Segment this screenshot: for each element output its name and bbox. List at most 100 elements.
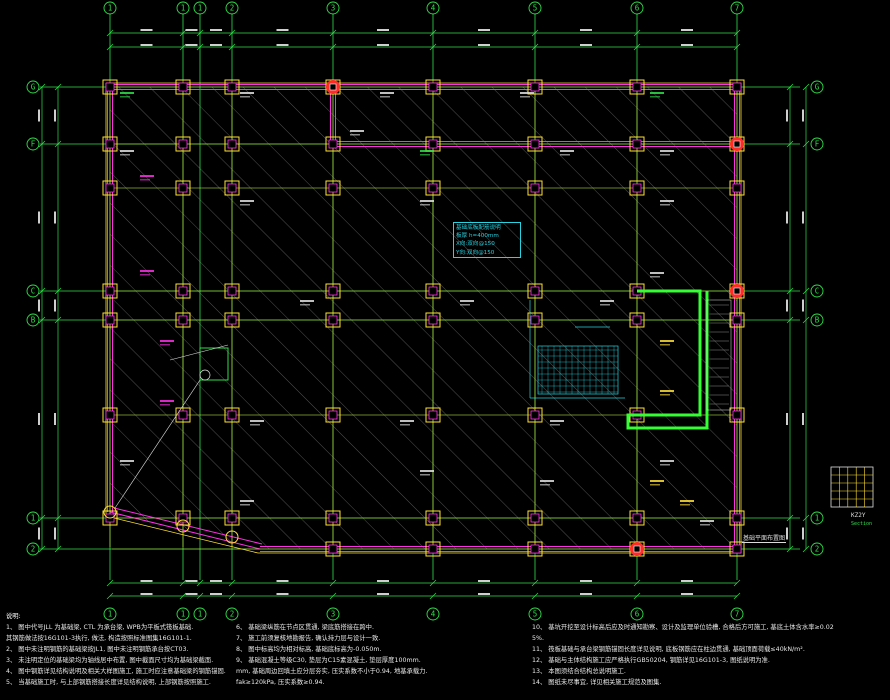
axis-bubble-left-6-circle: [26, 542, 40, 556]
axis-bubble-top-9-circle: [730, 1, 744, 15]
note-box-line-4: Y向:双向@150: [456, 249, 495, 256]
note-line: 4、 图中钢筋详见结构说明及相关大样图施工, 施工时应注意基础梁的钢筋锚固.: [6, 668, 226, 675]
axis-bubble-top-9: 7: [730, 1, 744, 15]
axis-bubble-bottom-7-label: 5: [533, 610, 538, 619]
note-line: 13、 本图须结合结构总说明施工.: [532, 668, 626, 675]
axis-bubble-right-5-circle: [810, 511, 824, 525]
axis-bubble-top-1-label: 1: [108, 4, 113, 13]
note-line: 5%.: [532, 635, 544, 642]
axis-bubble-right-6: 2: [810, 542, 824, 556]
axis-bubble-top-6-circle: [426, 1, 440, 15]
note-line: mm, 基础周边回填土应分层夯实, 压实系数不小于0.94, 地基承载力.: [236, 668, 428, 675]
note-line: 12、 基础与主体结构施工应严格执行GB50204, 钢筋详见16G101-3,…: [532, 657, 770, 664]
axis-bubble-bottom-1-circle: [103, 607, 117, 621]
note-line: 9、 基础混凝土等级C30, 垫层为C15素混凝土, 垫层厚度100mm.: [236, 657, 421, 664]
axis-bubble-left-3: C: [26, 284, 40, 298]
axis-bubble-left-4-circle: [26, 313, 40, 327]
note-line: 3、 未注明定位的基础梁均为轴线居中布置, 图中截面尺寸均为基础梁截面.: [6, 657, 214, 664]
axis-bubble-right-1-label: G: [815, 83, 820, 92]
axis-bubble-bottom-7-circle: [528, 607, 542, 621]
note-box-line-2: 板厚 h=400mm: [456, 233, 499, 240]
axis-bubble-bottom-2-circle: [176, 607, 190, 621]
axis-bubble-bottom-5-circle: [326, 607, 340, 621]
axis-bubble-left-6-label: 2: [31, 545, 36, 554]
axis-bubble-top-2-circle: [176, 1, 190, 15]
notes-column-3: 10、 基坑开挖至设计标高后应及时通知勘察、设计及监理单位验槽, 合格后方可施工…: [532, 622, 834, 688]
axis-bubble-top-7: 5: [528, 1, 542, 15]
axis-bubble-bottom-2: 1: [176, 607, 190, 621]
axis-bubble-bottom-1: 1: [103, 607, 117, 621]
axis-bubble-bottom-9-circle: [730, 607, 744, 621]
axis-bubble-right-4-label: B: [815, 316, 820, 325]
axis-bubble-top-1: 1: [103, 1, 117, 15]
axis-bubble-top-7-label: 5: [533, 4, 538, 13]
note-line: fak≥120kPa, 压实系数≥0.94.: [236, 679, 325, 686]
axis-bubble-bottom-8: 6: [630, 607, 644, 621]
axis-bubble-right-4-circle: [810, 313, 824, 327]
axis-bubble-bottom-5: 3: [326, 607, 340, 621]
axis-bubble-top-5: 3: [326, 1, 340, 15]
axis-bubble-bottom-8-circle: [630, 607, 644, 621]
axis-bubble-right-3-circle: [810, 284, 824, 298]
axis-bubble-bottom-5-label: 3: [331, 610, 336, 619]
note-line: 7、 施工前须复核地勘报告, 确认持力层与设计一致.: [236, 635, 381, 642]
axis-bubble-right-6-circle: [810, 542, 824, 556]
note-line: 8、 图中标高均为相对标高, 基础底标高为-0.050m.: [236, 646, 382, 653]
axis-bubble-left-2-label: F: [31, 140, 36, 149]
note-box-line-1: 基础底板配筋说明: [456, 225, 501, 231]
axis-bubble-bottom-9-label: 7: [735, 610, 740, 619]
axis-bubble-bottom-1-label: 1: [108, 610, 113, 619]
axis-bubble-left-1-label: G: [31, 83, 36, 92]
axis-bubble-left-3-circle: [26, 284, 40, 298]
notes-column-2: 6、 基础梁纵筋在节点区贯通, 梁底筋搭接在跨中. 7、 施工前须复核地勘报告,…: [236, 622, 427, 688]
axis-bubble-bottom-4-circle: [225, 607, 239, 621]
axis-bubble-top-8: 6: [630, 1, 644, 15]
axis-bubble-top-4: 2: [225, 1, 239, 15]
axis-bubble-bottom-3-circle: [193, 607, 207, 621]
axis-bubble-top-2: 1: [176, 1, 190, 15]
axis-bubble-right-2-circle: [810, 137, 824, 151]
axis-bubble-left-6: 2: [26, 542, 40, 556]
note-line: 14、 图纸未尽事宜, 详见相关施工规范及图集.: [532, 679, 662, 686]
axis-bubble-left-1: G: [26, 80, 40, 94]
axis-bubble-left-5: 1: [26, 511, 40, 525]
axis-bubble-bottom-6: 4: [426, 607, 440, 621]
notes-title: 说明:: [6, 613, 21, 620]
axis-bubble-top-4-label: 2: [230, 4, 235, 13]
column-detail-sublabel: Section: [851, 521, 873, 527]
axis-bubble-left-2-circle: [26, 137, 40, 151]
axis-bubble-bottom-4-label: 2: [230, 610, 235, 619]
note-line: 11、 筏板基础与承台梁钢筋锚固长度详见说明, 底板钢筋应在柱边贯通, 基础顶面…: [532, 646, 805, 653]
note-line: 2、 图中未注明钢筋的基础梁按JL1, 图中未注明钢筋承台按CT03.: [6, 646, 189, 653]
axis-bubble-top-8-circle: [630, 1, 644, 15]
axis-bubble-top-9-label: 7: [735, 4, 740, 13]
axis-bubble-right-2-label: F: [815, 140, 820, 149]
axis-bubble-top-1-circle: [103, 1, 117, 15]
axis-bubble-left-4: B: [26, 313, 40, 327]
axis-bubble-left-1-circle: [26, 80, 40, 94]
axis-bubble-right-5-label: 1: [815, 514, 820, 523]
axis-bubble-right-1-circle: [810, 80, 824, 94]
note-line: 6、 基础梁纵筋在节点区贯通, 梁底筋搭接在跨中.: [236, 624, 374, 631]
axis-bubble-top-6: 4: [426, 1, 440, 15]
axis-bubble-top-6-label: 4: [431, 4, 436, 13]
axis-bubble-bottom-7: 5: [528, 607, 542, 621]
axis-bubble-right-4: B: [810, 313, 824, 327]
axis-bubble-right-1: G: [810, 80, 824, 94]
axis-bubble-right-2: F: [810, 137, 824, 151]
axis-bubble-bottom-9: 7: [730, 607, 744, 621]
axis-bubble-bottom-6-label: 4: [431, 610, 436, 619]
axis-bubble-top-2-label: 1: [181, 4, 186, 13]
axis-bubble-left-3-label: C: [31, 287, 36, 296]
note-line: 10、 基坑开挖至设计标高后应及时通知勘察、设计及监理单位验槽, 合格后方可施工…: [532, 624, 834, 631]
axis-bubble-left-2: F: [26, 137, 40, 151]
axis-bubble-top-3-label: 1: [198, 4, 203, 13]
axis-bubble-top-4-circle: [225, 1, 239, 15]
axis-bubble-top-3: 1: [193, 1, 207, 15]
axis-bubble-right-3-label: C: [815, 287, 820, 296]
axis-bubble-bottom-2-label: 1: [181, 610, 186, 619]
axis-bubble-left-4-label: B: [31, 316, 36, 325]
axis-bubble-bottom-4: 2: [225, 607, 239, 621]
note-box-line-3: X向:双向@150: [456, 241, 495, 248]
